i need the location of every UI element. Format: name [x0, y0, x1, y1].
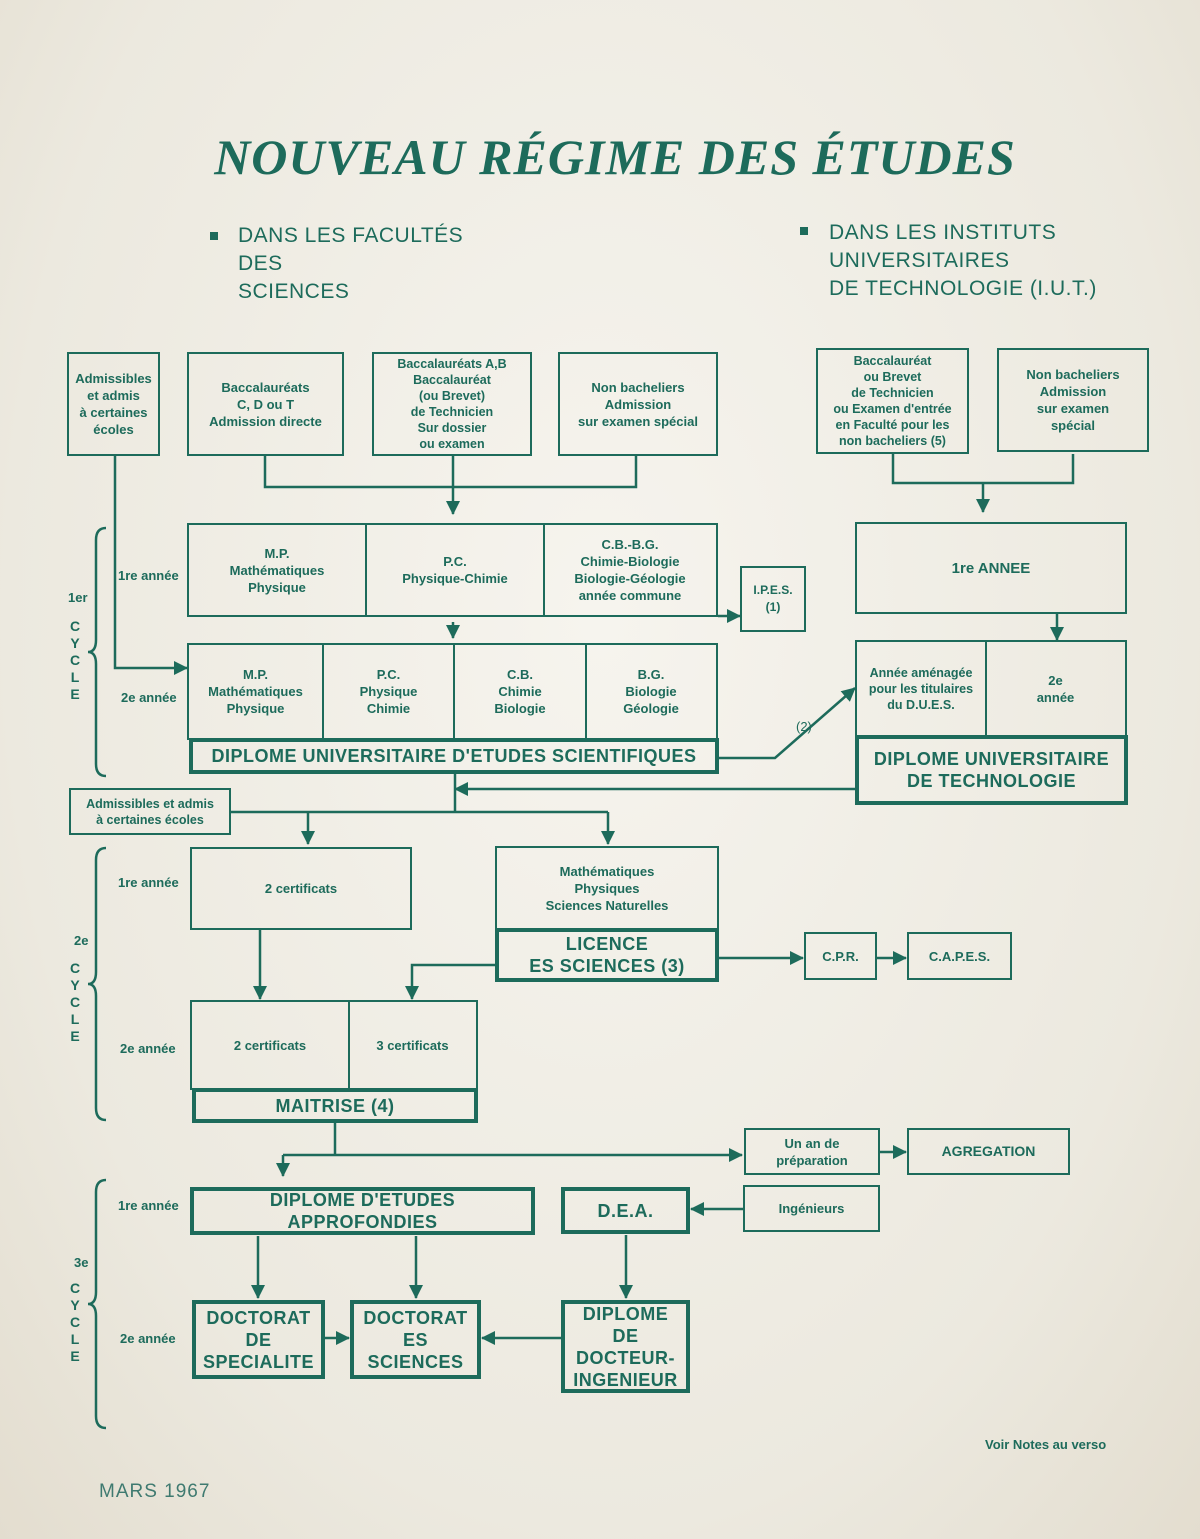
page-title: NOUVEAU RÉGIME DES ÉTUDES	[214, 129, 1016, 185]
bullet-icon	[800, 227, 808, 235]
cycle1-number-label: 1er	[68, 590, 88, 605]
year2-bg-cell: B.G. Biologie Géologie	[623, 667, 679, 716]
entry-non-bacheliers-box: Non bacheliers Admission sur examen spéc…	[558, 352, 718, 456]
dea-box: D.E.A.	[561, 1187, 690, 1234]
header-line: DANS LES INSTITUTS	[829, 221, 1057, 244]
header-line: DE TECHNOLOGIE (I.U.T.)	[829, 277, 1097, 300]
doctorat-sciences-box: DOCTORAT ES SCIENCES	[350, 1300, 481, 1379]
iut-entry-non-bacheliers-box: Non bacheliers Admission sur examen spéc…	[997, 348, 1149, 452]
note-2-label: (2)	[796, 719, 812, 734]
header-line: DANS LES FACULTÉS	[238, 224, 464, 247]
dea-full-box: DIPLOME D'ETUDES APPROFONDIES	[190, 1187, 535, 1235]
ingenieurs-box: Ingénieurs	[743, 1185, 880, 1232]
cycle3-year2-label: 2e année	[120, 1331, 176, 1346]
cycle2-year2-label: 2e année	[120, 1041, 176, 1056]
footer-note: Voir Notes au verso	[985, 1437, 1107, 1452]
maitrise-year-row: 2 certificats 3 certificats	[190, 1000, 478, 1090]
bullet-icon	[210, 232, 218, 240]
header-line: SCIENCES	[238, 280, 350, 303]
maitrise-3-certificats-cell: 3 certificats	[376, 1037, 449, 1053]
entry-admissibles-box: Admissibles et admis à certaines écoles	[67, 352, 160, 456]
iut-year2-cell: 2e année	[1036, 672, 1075, 705]
cycle2-admissibles-box: Admissibles et admis à certaines écoles	[69, 788, 231, 835]
year2-pc-cell: P.C. Physique Chimie	[324, 645, 455, 738]
agregation-box: AGREGATION	[907, 1128, 1070, 1175]
header-line: UNIVERSITAIRES	[829, 249, 1010, 272]
maitrise-box: MAITRISE (4)	[192, 1088, 478, 1123]
entry-bac-ab-box: Baccalauréats A,B Baccalauréat (ou Breve…	[372, 352, 532, 456]
maitrise-2-certificats-cell: 2 certificats	[192, 1002, 350, 1088]
cpr-box: C.P.R.	[804, 932, 877, 980]
cycle2-year1-label: 1re année	[118, 875, 179, 890]
year1-cb-bg-cell: C.B.-B.G. Chimie-Biologie Biologie-Géolo…	[574, 537, 686, 603]
cycle2-cycle-label: C Y C L E	[69, 960, 81, 1044]
docteur-ingenieur-box: DIPLOME DE DOCTEUR- INGENIEUR	[561, 1300, 690, 1393]
footer-date: MARS 1967	[99, 1481, 211, 1502]
iut-amenagee-cell: Année aménagée pour les titulaires du D.…	[857, 642, 987, 735]
certificats-2-box: 2 certificats	[190, 847, 412, 930]
iut-year2-row: Année aménagée pour les titulaires du D.…	[855, 640, 1127, 737]
ipes-box: I.P.E.S. (1)	[740, 566, 806, 632]
cycle1-year1-label: 1re année	[118, 568, 179, 583]
iut-year1-box: 1re ANNEE	[855, 522, 1127, 614]
iut-entry-bac-box: Baccalauréat ou Brevet de Technicien ou …	[816, 348, 969, 454]
cycle3-number-label: 3e	[74, 1255, 89, 1270]
year2-cb-cell: C.B. Chimie Biologie	[455, 645, 587, 738]
iut-header: DANS LES INSTITUTS UNIVERSITAIRES DE TEC…	[829, 219, 1097, 303]
doctorat-specialite-box: DOCTORAT DE SPECIALITE	[192, 1300, 325, 1379]
entry-bac-cdt-box: Baccalauréats C, D ou T Admission direct…	[187, 352, 344, 456]
capes-box: C.A.P.E.S.	[907, 932, 1012, 980]
cycle1-year2-label: 2e année	[121, 690, 177, 705]
year2-mp-cell: M.P. Mathématiques Physique	[189, 645, 324, 738]
licence-box: LICENCE ES SCIENCES (3)	[495, 928, 719, 982]
faculties-header: DANS LES FACULTÉS DES SCIENCES	[238, 222, 463, 306]
year1-pc-cell: P.C. Physique-Chimie	[367, 525, 545, 615]
licence-subjects-box: Mathématiques Physiques Sciences Naturel…	[495, 846, 719, 930]
cycle2-number-label: 2e	[74, 933, 89, 948]
cycle1-year1-row: M.P. Mathématiques Physique P.C. Physiqu…	[187, 523, 718, 617]
cycle3-cycle-label: C Y C L E	[69, 1280, 81, 1364]
preparation-box: Un an de préparation	[744, 1128, 880, 1175]
cycle3-year1-label: 1re année	[118, 1198, 179, 1213]
year1-mp-cell: M.P. Mathématiques Physique	[189, 525, 367, 615]
header-line: DES	[238, 252, 283, 275]
cycle1-cycle-label: C Y C L E	[69, 618, 81, 702]
cycle1-year2-row: M.P. Mathématiques Physique P.C. Physiqu…	[187, 643, 718, 740]
dut-diploma-box: DIPLOME UNIVERSITAIRE DE TECHNOLOGIE	[855, 735, 1128, 805]
dues-diploma-box: DIPLOME UNIVERSITAIRE D'ETUDES SCIENTIFI…	[189, 738, 719, 774]
